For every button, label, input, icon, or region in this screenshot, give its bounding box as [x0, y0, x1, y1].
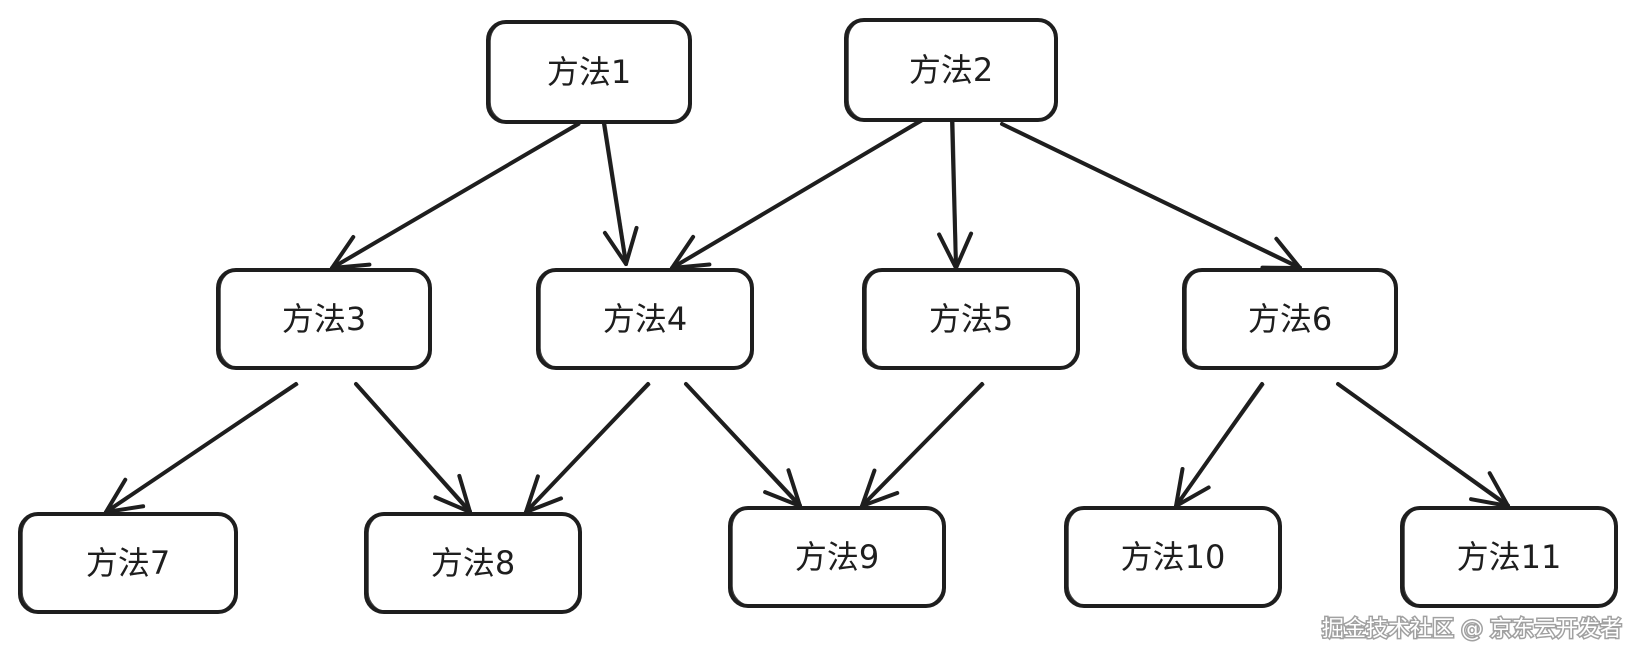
edge-line-sketch: [1002, 123, 1302, 268]
edges-layer: [104, 118, 1510, 514]
node-label: 方法9: [795, 538, 879, 576]
arrowhead: [602, 225, 639, 266]
edge-line-sketch: [672, 119, 925, 268]
node-method-8: 方法8: [364, 512, 582, 614]
node-method-3: 方法3: [216, 268, 432, 370]
node-box-sketch: [865, 268, 1078, 369]
edge-n2-n6-arrow: [1000, 122, 1302, 270]
node-label: 方法2: [909, 51, 993, 89]
edge-line-sketch: [526, 383, 651, 512]
node-label: 方法10: [1121, 538, 1226, 576]
edge-n4-n8-arrow: [524, 382, 651, 514]
edge-line-sketch: [356, 383, 472, 512]
edge-line-sketch: [862, 383, 985, 506]
node-label: 方法7: [86, 544, 170, 582]
edge-n3-n8-arrow: [354, 382, 472, 514]
nodes-layer: 方法1 方法2 方法3 方法4 方法5 方法6 方法7 方法8 方法9 方法10 方法11: [18, 18, 1618, 614]
node-box-sketch: [489, 20, 690, 123]
edge-n2-n5-arrow: [937, 118, 974, 270]
node-label: 方法4: [603, 300, 687, 338]
node-box-sketch: [731, 506, 944, 607]
node-box-sketch: [367, 512, 580, 613]
node-label: 方法1: [547, 53, 631, 91]
node-box-sketch: [1185, 268, 1396, 369]
edge-line-sketch: [1176, 383, 1265, 506]
node-box-sketch: [21, 512, 236, 613]
edge-n6-n11-arrow: [1336, 382, 1510, 508]
node-label: 方法8: [431, 544, 515, 582]
node-method-4: 方法4: [536, 268, 754, 370]
watermark-text: 掘金技术社区 @ 京东云开发者: [1322, 617, 1622, 642]
node-box-sketch: [539, 268, 752, 369]
edge-line-sketch: [604, 123, 628, 264]
edge-n6-n10-arrow: [1174, 382, 1265, 508]
node-label: 方法6: [1248, 300, 1332, 338]
edge-n2-n4-arrow: [670, 118, 925, 270]
node-method-5: 方法5: [862, 268, 1080, 370]
edge-line: [602, 122, 628, 266]
node-method-2: 方法2: [844, 18, 1058, 122]
node-label: 方法3: [282, 300, 366, 338]
node-label: 方法11: [1457, 538, 1562, 576]
edge-n3-n7-arrow: [104, 382, 299, 514]
edge-n1-n4-arrow: [602, 122, 639, 266]
node-box-sketch: [1403, 506, 1616, 607]
arrowhead: [330, 235, 372, 270]
node-box-sketch: [1067, 506, 1280, 607]
edge-n1-n3-arrow: [330, 122, 581, 270]
edge-n4-n9-arrow: [684, 382, 802, 508]
node-box-sketch: [847, 18, 1056, 121]
node-label: 方法5: [929, 300, 1013, 338]
node-method-6: 方法6: [1182, 268, 1398, 370]
node-method-1: 方法1: [486, 20, 692, 124]
edge-line: [950, 118, 958, 270]
node-method-11: 方法11: [1400, 506, 1618, 608]
edge-line-sketch: [1338, 383, 1510, 506]
edge-line-sketch: [332, 123, 581, 268]
watermark-shadow: 掘金技术社区 @ 京东云开发者: [1322, 617, 1622, 642]
node-method-10: 方法10: [1064, 506, 1282, 608]
node-method-7: 方法7: [18, 512, 238, 614]
node-box-sketch: [219, 268, 430, 369]
edge-line-sketch: [106, 383, 299, 512]
node-method-9: 方法9: [728, 506, 946, 608]
edge-n5-n9-arrow: [860, 382, 985, 508]
edge-line-sketch: [686, 383, 802, 506]
edge-line-sketch: [952, 119, 958, 268]
